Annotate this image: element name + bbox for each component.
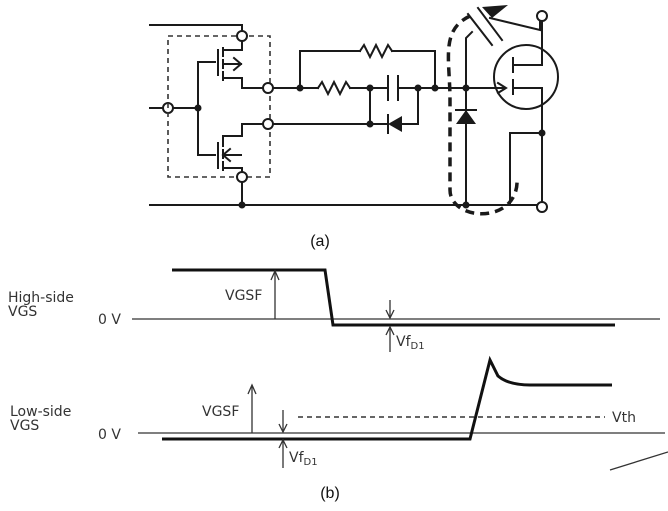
partial-trace: [609, 451, 668, 471]
high-side-vgs-label: VGS: [8, 304, 37, 320]
nmos-transistor: [217, 123, 248, 183]
junction-dot: [462, 201, 470, 209]
source-terminal: [536, 201, 548, 213]
junction-dot: [238, 201, 246, 209]
speedup-capacitor: [387, 75, 399, 101]
driver-diode: [387, 114, 402, 134]
gate-resistor: [316, 79, 352, 97]
circuit-diagram: [149, 5, 559, 216]
driver-ic-box: [167, 35, 271, 178]
vth-label: Vth: [612, 410, 636, 426]
upper-resistor: [358, 42, 394, 60]
high-side-label: High-side: [8, 290, 74, 306]
high-side-vgsf-label: VGSF: [225, 288, 262, 304]
caption-b: (b): [320, 485, 340, 502]
top-rail-wire: [149, 24, 243, 37]
current-loop-path: [446, 14, 519, 216]
to-parasitic-cap-wire: [465, 30, 474, 89]
parasitic-capacitance: [466, 5, 541, 47]
driver-out-off-terminal: [262, 118, 274, 130]
clamp-diode-d1: [455, 109, 477, 124]
upper-resistor-wire: [299, 50, 361, 89]
high-side-zero-label: 0 V: [98, 312, 121, 328]
upper-resistor-wire-2: [391, 50, 436, 89]
low-side-vgs-trace: [162, 355, 612, 441]
high-side-waveform: High-side VGS 0 V VGSF VfD1: [8, 268, 660, 352]
nmos-source-terminal: [236, 171, 248, 183]
junction-dot: [431, 84, 439, 92]
pmos-transistor: [217, 30, 248, 89]
low-side-vgs-label: VGS: [10, 418, 39, 434]
caption-a: (a): [310, 233, 330, 250]
gate-bus-wire: [197, 61, 216, 156]
low-side-waveform: Low-side VGS 0 V Vth VGSF VfD1: [10, 355, 668, 471]
low-side-label: Low-side: [10, 404, 71, 420]
high-side-vf-label: VfD1: [396, 334, 425, 352]
kelvin-source-wire: [509, 132, 543, 206]
low-side-zero-label: 0 V: [98, 427, 121, 443]
high-side-vgs-trace: [172, 268, 615, 327]
low-side-vf-label: VfD1: [289, 450, 318, 468]
drain-terminal: [536, 10, 548, 22]
driver-out-on-terminal: [262, 82, 274, 94]
off-path-wire: [272, 87, 371, 125]
pmos-source-terminal: [236, 30, 248, 42]
power-mosfet: [465, 29, 559, 206]
low-side-vgsf-label: VGSF: [202, 404, 239, 420]
